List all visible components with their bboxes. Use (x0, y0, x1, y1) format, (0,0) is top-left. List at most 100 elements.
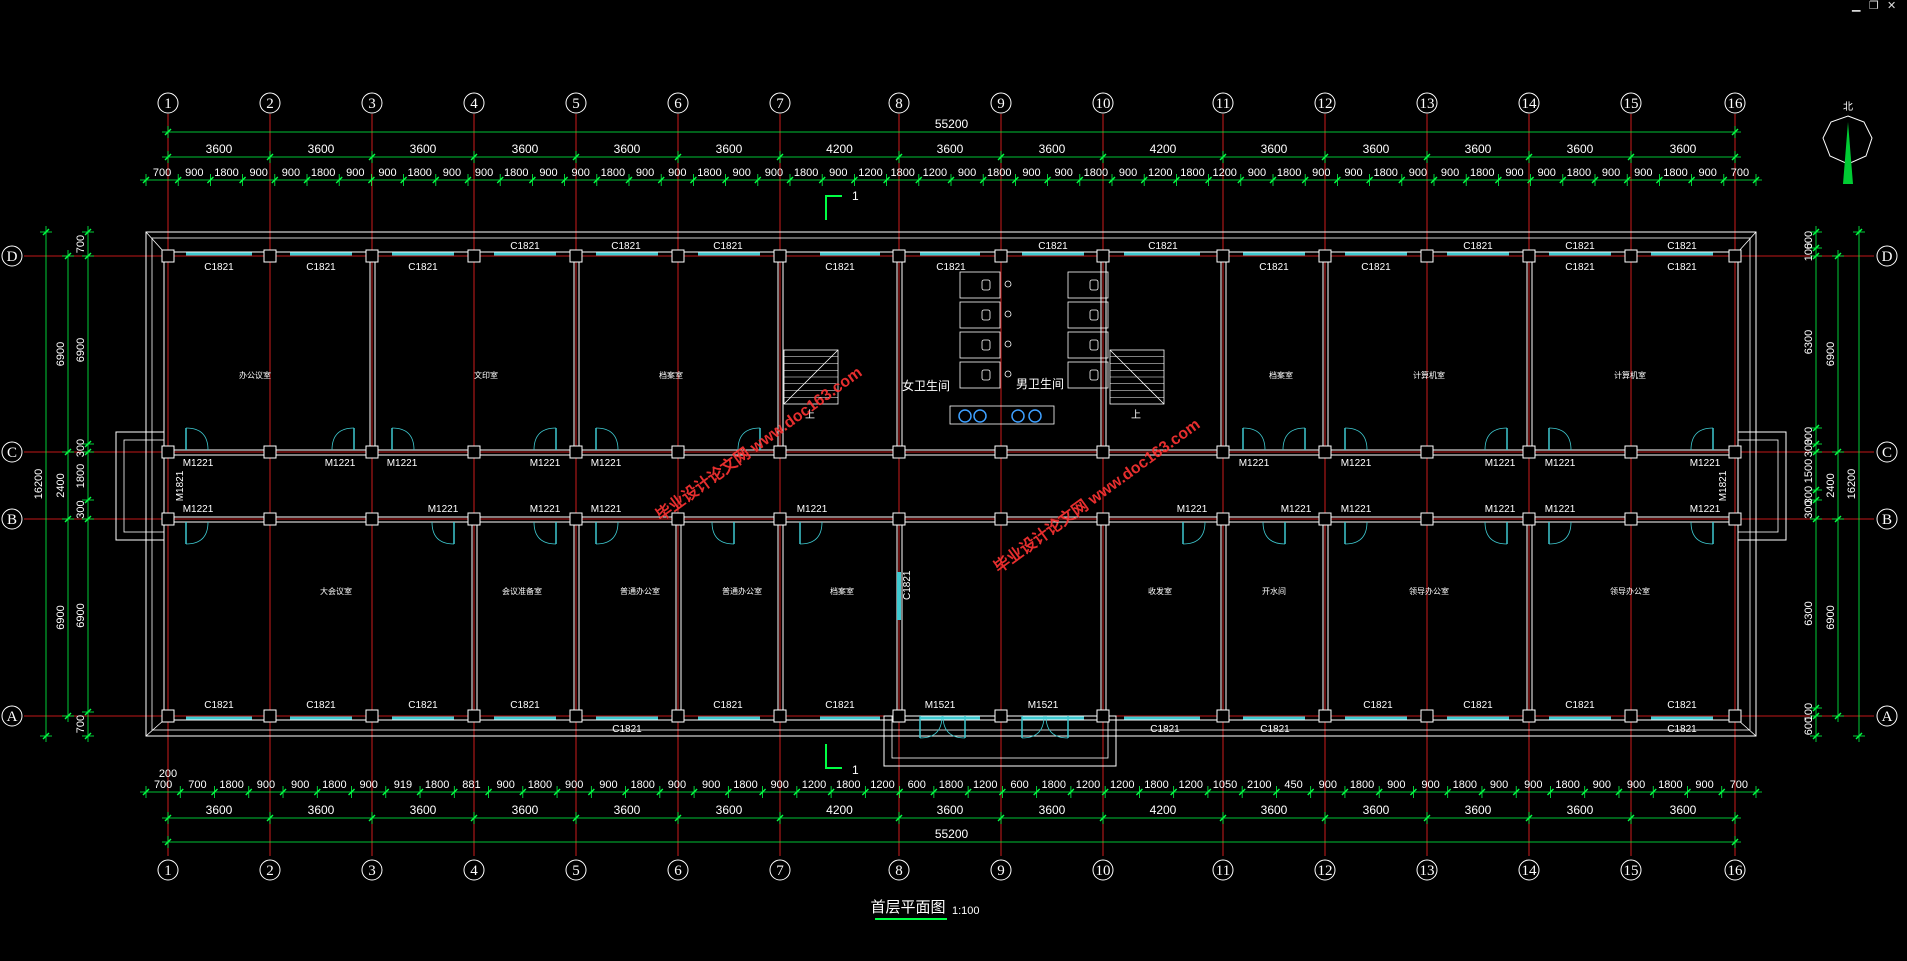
wash-basin (1011, 409, 1025, 423)
corner-line (1737, 719, 1757, 737)
structural-column (365, 249, 379, 263)
structural-column (263, 249, 277, 263)
toilet-urinal (1004, 280, 1012, 288)
dim-bottom-detail-label: 900 (771, 779, 789, 791)
axis-label-12: 12 (1318, 96, 1333, 112)
structural-column (1420, 445, 1434, 459)
dim-top-detail-label: 1800 (311, 167, 335, 179)
axis-bubble-3 (361, 859, 383, 881)
dim-bottom-bay-label: 3600 (512, 803, 539, 817)
dim-right-inner-label: 6300 (1803, 601, 1815, 625)
dim-bottom-bay-label: 3600 (614, 803, 641, 817)
dim-bottom-detail-slash (1375, 788, 1383, 796)
axis-label-15: 15 (1624, 863, 1639, 879)
room-name: 档案室 (1269, 370, 1293, 380)
structural-column (263, 512, 277, 526)
dim-bottom-detail-slash (1581, 788, 1589, 796)
window-label: C1821 (510, 241, 540, 252)
dim-left-mid-slash (64, 515, 72, 523)
stair-label: 上 (1131, 409, 1141, 421)
window-label: C1821 (825, 700, 855, 711)
dim-bottom-detail-label: 1200 (802, 779, 826, 791)
axis-bubble-C (1876, 441, 1898, 463)
dim-right-inner-slash (1812, 496, 1820, 504)
dim-right-inner-slash (1812, 704, 1820, 712)
dim-top-detail-slash (496, 176, 504, 184)
axis-label-4: 4 (470, 863, 478, 879)
dim-top-detail-slash (1011, 176, 1019, 184)
window-label: C1821 (306, 700, 336, 711)
window-label: C1821 (1667, 262, 1697, 273)
dim-bottom-detail-slash (313, 788, 321, 796)
dim-bottom-detail-slash (1649, 788, 1657, 796)
axis-bubble-7 (769, 92, 791, 114)
dim-left-inner-label: 300 (75, 500, 87, 518)
dim-top-bay-label: 4200 (826, 142, 853, 156)
dim-top-detail-slash (174, 176, 182, 184)
dim-top-detail-label: 1800 (1567, 167, 1591, 179)
dim-bottom-detail-slash (279, 788, 287, 796)
dim-top-bay-slash (368, 153, 376, 161)
dim-right-inner-label: 600 (1803, 717, 1815, 735)
dim-bottom-detail-label: 450 (1284, 779, 1302, 791)
toilet-stall (1067, 331, 1109, 359)
axis-label-2: 2 (266, 863, 274, 879)
dim-bottom-total-slash (164, 838, 172, 846)
dim-top-detail-label: 900 (1312, 167, 1330, 179)
dim-top-detail-label: 1800 (987, 167, 1011, 179)
dim-top-bay-label: 3600 (410, 142, 437, 156)
dim-top-detail-slash (142, 176, 150, 184)
restore-button[interactable]: ❐ (1869, 0, 1879, 12)
structural-column (1522, 512, 1536, 526)
dim-bottom-detail-slash (656, 788, 664, 796)
dim-bottom-bay-label: 3600 (937, 803, 964, 817)
dim-right-inner-label: 300 (1803, 439, 1815, 457)
dim-top-detail-label: 1200 (858, 167, 882, 179)
structural-column (1728, 512, 1742, 526)
dim-top-detail-label: 900 (1119, 167, 1137, 179)
axis-label-B: B (1882, 512, 1892, 528)
dim-bottom-bay-slash (164, 814, 172, 822)
toilet-stall (959, 361, 1001, 389)
dim-top-detail-label: 900 (1634, 167, 1652, 179)
door-label: M1221 (1545, 458, 1576, 469)
axis-label-16: 16 (1728, 863, 1744, 879)
door-label: M1221 (1239, 458, 1270, 469)
toilet-stall (1067, 301, 1109, 329)
dim-bottom-detail-slash (211, 788, 219, 796)
close-button[interactable]: ✕ (1887, 0, 1897, 12)
dim-top-detail-label: 1200 (1212, 167, 1236, 179)
window-label: C1821 (612, 724, 642, 735)
dim-bottom-bay-label: 3600 (206, 803, 233, 817)
door-swing (391, 427, 415, 451)
dim-bottom-detail-label: 900 (1387, 779, 1405, 791)
structural-column (1096, 445, 1110, 459)
dim-top-detail-slash (528, 176, 536, 184)
dim-bottom-detail-slash (1170, 788, 1178, 796)
dim-top-bay-label: 3600 (1039, 142, 1066, 156)
toilet-fixture (981, 369, 991, 381)
dim-left-outer-slash (42, 228, 50, 236)
dim-bottom-bay-slash (1219, 814, 1227, 822)
structural-column (467, 445, 481, 459)
toilet-stall (959, 301, 1001, 329)
structural-column (1624, 445, 1638, 459)
axis-bubble-13 (1416, 92, 1438, 114)
dim-top-detail-label: 1800 (890, 167, 914, 179)
dim-top-detail-label: 900 (443, 167, 461, 179)
structural-column (1728, 709, 1742, 723)
dim-top-detail-slash (818, 176, 826, 184)
minimize-button[interactable]: ▁ (1852, 0, 1861, 12)
dim-top-detail-label: 1800 (214, 167, 238, 179)
dim-bottom-detail-slash (827, 788, 835, 796)
dim-right-outer-slash (1855, 732, 1863, 740)
door-swing (1690, 427, 1714, 451)
dim-top-detail-slash (1559, 176, 1567, 184)
dim-bottom-detail-label: 600 (908, 779, 926, 791)
dim-left-inner-label: 6900 (75, 338, 87, 362)
dim-right-inner-slash (1812, 440, 1820, 448)
dim-top-detail-label: 900 (1248, 167, 1266, 179)
axis-label-C: C (1882, 445, 1892, 461)
structural-column (1624, 709, 1638, 723)
